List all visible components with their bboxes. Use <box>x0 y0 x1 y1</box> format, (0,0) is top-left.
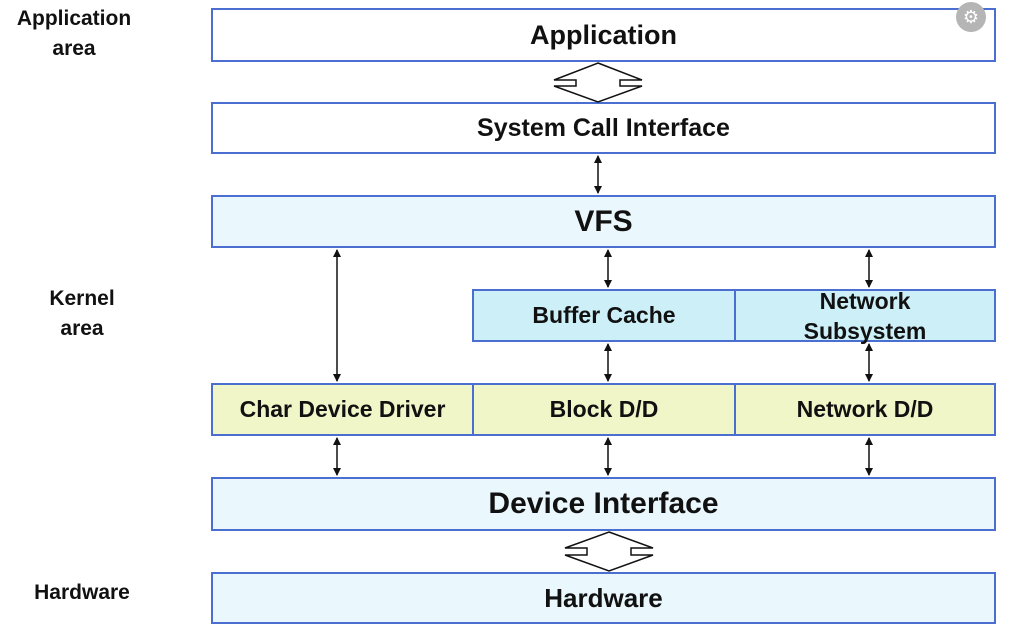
network-subsystem-box: Network Subsystem <box>734 288 996 344</box>
hollow-double-arrow-top <box>553 62 643 103</box>
char-device-driver-box: Char Device Driver <box>211 383 474 436</box>
network-dd-box: Network D/D <box>734 383 996 436</box>
kernel-area-label: Kernel area <box>49 287 115 340</box>
device-interface-label: Device Interface <box>488 487 719 520</box>
network-dd-label: Network D/D <box>796 396 934 422</box>
network-subsystem-label: Network Subsystem <box>803 287 927 344</box>
hardware-box: Hardware <box>211 572 996 624</box>
block-dd-box: Block D/D <box>472 383 736 436</box>
hardware-label: Hardware <box>544 582 663 613</box>
system-call-interface-box: System Call Interface <box>211 102 996 154</box>
system-call-interface-label: System Call Interface <box>477 113 730 142</box>
application-area-label: Application area <box>16 7 132 60</box>
device-interface-box: Device Interface <box>211 477 996 531</box>
char-device-driver-label: Char Device Driver <box>239 396 446 422</box>
block-dd-label: Block D/D <box>549 396 659 422</box>
settings-icon[interactable]: ⚙ <box>956 2 986 32</box>
application-box: Application <box>211 8 996 62</box>
buffer-cache-label: Buffer Cache <box>532 302 676 328</box>
hardware-area-label: Hardware <box>34 581 130 604</box>
hollow-double-arrow-bottom <box>564 531 654 572</box>
vfs-label: VFS <box>574 204 633 238</box>
buffer-cache-box: Buffer Cache <box>472 289 736 342</box>
vfs-box: VFS <box>211 195 996 248</box>
application-label: Application <box>530 19 677 50</box>
